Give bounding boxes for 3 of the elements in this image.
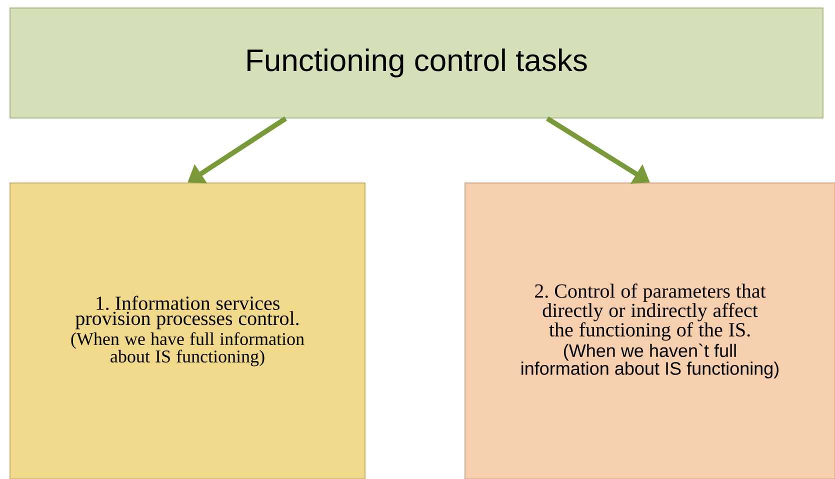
- task-box: 1. Information services provision processes control. (When we have full information about IS functioning): [10, 182, 366, 479]
- task-box: 2. Control of parameters that directly or indirectly affect the functioning of the IS. (When we haven`t full information about IS functioning): [464, 182, 835, 479]
- title-box: Functioning control tasks: [10, 8, 824, 118]
